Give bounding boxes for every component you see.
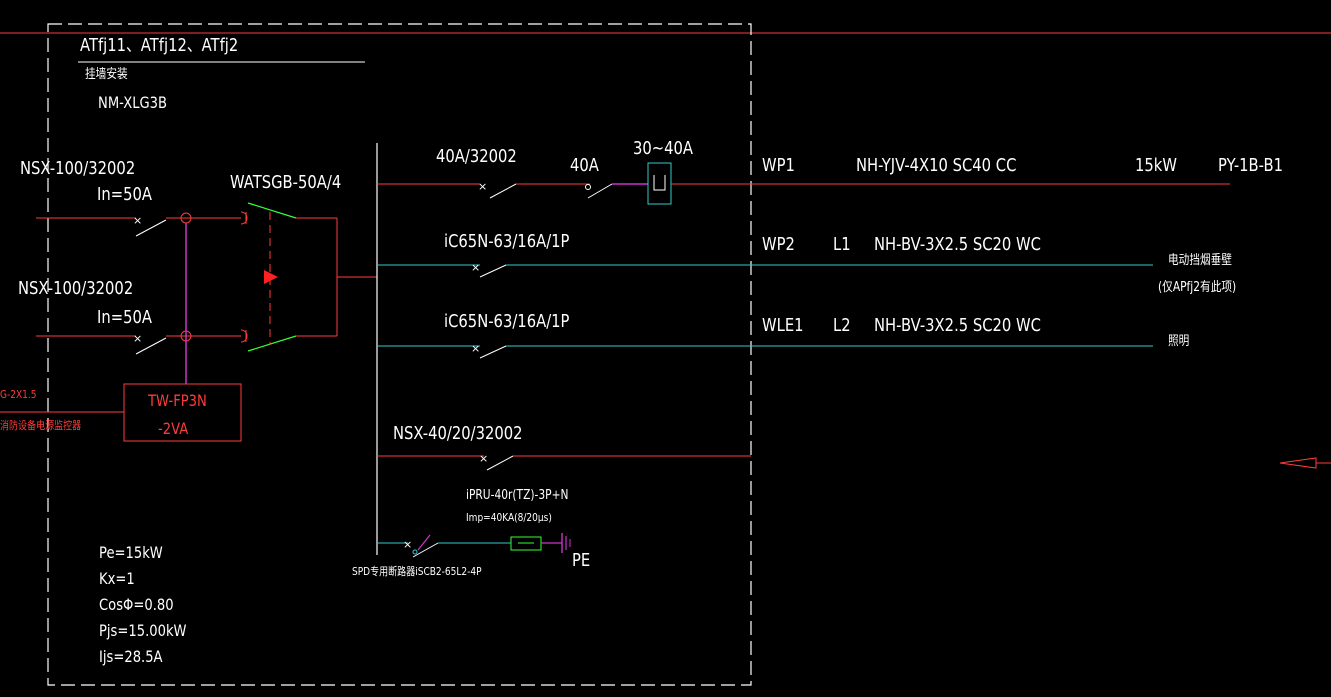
incoming-feeder-1: × [36,211,248,237]
circuit-wp1-lines: × [377,162,1230,205]
wle1-destination: 照明 [1168,334,1190,349]
svg-text:×: × [403,538,412,551]
spare-breaker: NSX-40/20/32002 [393,423,523,444]
wp1-fuse-rating: 40A [570,155,599,176]
wle1-cable: NH-BV-3X2.5 SC20 WC [874,315,1041,336]
svg-text:×: × [471,342,480,355]
panel-title: ATfj11、ATfj12、ATfj2 [80,35,239,56]
wp2-cable: NH-BV-3X2.5 SC20 WC [874,234,1041,255]
spd-model: iPRU-40r(TZ)-3P+N [466,488,569,503]
spd-breaker: SPD专用断路器iSCB2-65L2-4P [352,565,482,578]
calc-pjs: Pjs=15.00kW [99,621,187,640]
monitor-box-line1: TW-FP3N [148,391,207,410]
incoming-rating-1: In=50A [97,184,152,205]
panel-model: NM-XLG3B [98,93,168,112]
calc-pe: Pe=15kW [99,543,163,562]
continuation-arrow [1279,457,1331,469]
wp2-destination-note: (仅APfj2有此项) [1158,280,1237,295]
incoming-breaker-1: NSX-100/32002 [20,158,136,179]
svg-text:×: × [471,261,480,274]
svg-text:×: × [479,452,488,465]
circuit-wle1-lines: × [377,342,1153,359]
incoming-feeder-2: × [36,329,248,355]
wp1-meter-range: 30~40A [633,138,694,159]
calc-ijs: Ijs=28.5A [99,647,163,666]
wle1-phase: L2 [833,315,851,336]
incoming-rating-2: In=50A [97,307,152,328]
ats-switch [247,202,377,352]
wle1-id: WLE1 [762,315,804,336]
wp2-breaker: iC65N-63/16A/1P [444,231,570,252]
left-monitor-note: 消防设备电源监控器 [0,419,82,432]
wp1-destination: PY-1B-B1 [1218,155,1284,176]
wle1-breaker: iC65N-63/16A/1P [444,311,570,332]
spd-branch: × [377,533,571,558]
wp1-power: 15kW [1135,155,1177,176]
spd-imp: Imp=40KA(8/20μs) [466,511,552,524]
svg-text:×: × [478,180,487,193]
calc-kx: Kx=1 [99,569,135,588]
incoming-breaker-2: NSX-100/32002 [18,278,134,299]
wp1-breaker: 40A/32002 [436,146,517,167]
wp1-cable: NH-YJV-4X10 SC40 CC [856,155,1017,176]
svg-text:×: × [133,332,142,345]
wp2-id: WP2 [762,234,795,255]
wp2-phase: L1 [833,234,851,255]
circuit-spare-lines: × [377,452,751,471]
monitor-box-line2: -2VA [158,419,189,438]
svg-text:×: × [133,214,142,227]
pe-label: PE [572,550,591,571]
install-note: 挂墙安装 [85,67,128,82]
calc-cos: CosΦ=0.80 [99,595,174,614]
circuit-wp2-lines: × [377,261,1153,278]
wp2-destination: 电动挡烟垂壁 [1168,253,1232,268]
left-cable-label: G-2X1.5 [0,388,37,401]
panel-dashed-box [47,23,752,686]
ats-model: WATSGB-50A/4 [230,172,342,193]
wp1-id: WP1 [762,155,795,176]
